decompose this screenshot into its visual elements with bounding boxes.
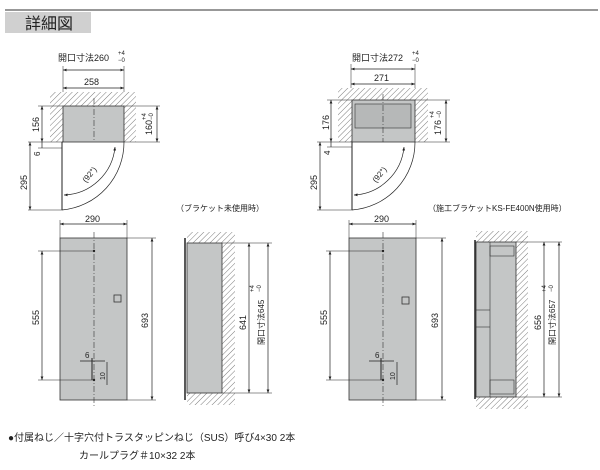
gap-dim: 6 [33, 151, 42, 156]
opening-label: 開口寸法260 [58, 52, 109, 63]
swing-angle: (92°) [371, 165, 389, 184]
bottom-left-side-view: 641 開口寸法645 +4 −0 [184, 232, 272, 405]
height-left-dim: 176 [321, 115, 331, 130]
bottom-right-front-view: 290 555 6 10 693 [319, 214, 446, 406]
width-dim: 290 [374, 214, 389, 224]
wall-hatch [187, 232, 235, 243]
swing-depth-dim: 295 [19, 175, 29, 190]
lock-mark [401, 296, 410, 305]
side-height-dim: 641 [238, 315, 248, 330]
unit-body [186, 242, 223, 394]
height-right-dim: 160 [144, 120, 154, 135]
tolerance-minus: −0 [549, 284, 555, 292]
top-right-plan-view: 開口寸法272 +4 −0 271 176 176 +4 −0 4 295 (9… [309, 51, 567, 213]
front-panel [348, 237, 417, 401]
height-left-dim: 156 [31, 117, 41, 132]
hole-offset-y-dim: 10 [100, 372, 107, 380]
gap-dim: 4 [323, 150, 332, 155]
title-box [5, 12, 91, 33]
hole-offset-x-dim: 6 [85, 351, 90, 360]
width-dim: 258 [84, 77, 99, 87]
width-dim: 271 [374, 73, 389, 83]
tolerance-minus: −0 [118, 58, 126, 64]
height-dim: 693 [140, 313, 150, 328]
caption: （ブラケット未使用時） [176, 203, 264, 213]
caption: （施工ブラケットKS-FE400N使用時） [428, 203, 567, 213]
swing-depth-dim: 295 [309, 175, 319, 190]
hole-pitch-dim: 555 [319, 310, 329, 325]
wall-hatch [476, 231, 528, 242]
hole-pitch-dim: 555 [31, 310, 41, 325]
opening-label: 開口寸法272 [352, 52, 403, 63]
page-title: 詳細図 [25, 15, 73, 33]
note-plugs: カールプラグ＃10×32 2本 [79, 449, 195, 462]
tolerance-minus: −0 [149, 112, 155, 120]
tolerance-plus: +4 [412, 51, 420, 57]
tolerance-plus: +4 [250, 284, 256, 292]
unit-body [62, 105, 125, 143]
side-height-dim: 656 [533, 315, 543, 330]
bottom-left-front-view: 290 555 6 10 693 [31, 214, 156, 406]
swing-angle: (92°) [81, 165, 99, 184]
tolerance-plus: +4 [142, 112, 148, 120]
tolerance-minus: −0 [412, 58, 420, 64]
hole-offset-x-dim: 6 [375, 351, 380, 360]
opening-label: 開口寸法657 [547, 299, 557, 345]
tolerance-minus: −0 [437, 110, 443, 118]
height-dim: 693 [430, 313, 440, 328]
tolerance-plus: +4 [430, 110, 436, 118]
wall-hatch [50, 92, 136, 106]
width-dim: 290 [85, 214, 100, 224]
tolerance-plus: +4 [542, 284, 548, 292]
tolerance-plus: +4 [118, 51, 126, 57]
note-screws: ●付属ねじ／十字穴付トラスタッピンねじ（SUS）呼び4×30 2本 [8, 431, 295, 444]
tolerance-minus: −0 [257, 284, 263, 292]
opening-label: 開口寸法645 [256, 299, 266, 345]
hole-offset-y-dim: 10 [390, 372, 397, 380]
height-right-dim: 176 [433, 120, 443, 135]
top-left-plan-view: 開口寸法260 +4 −0 258 156 160 +4 −0 6 295 (9… [19, 51, 264, 213]
lock-mark [113, 294, 122, 303]
unit-body [475, 241, 517, 398]
front-panel [59, 237, 128, 401]
bottom-right-side-view: 656 開口寸法657 +4 −0 [474, 231, 562, 409]
